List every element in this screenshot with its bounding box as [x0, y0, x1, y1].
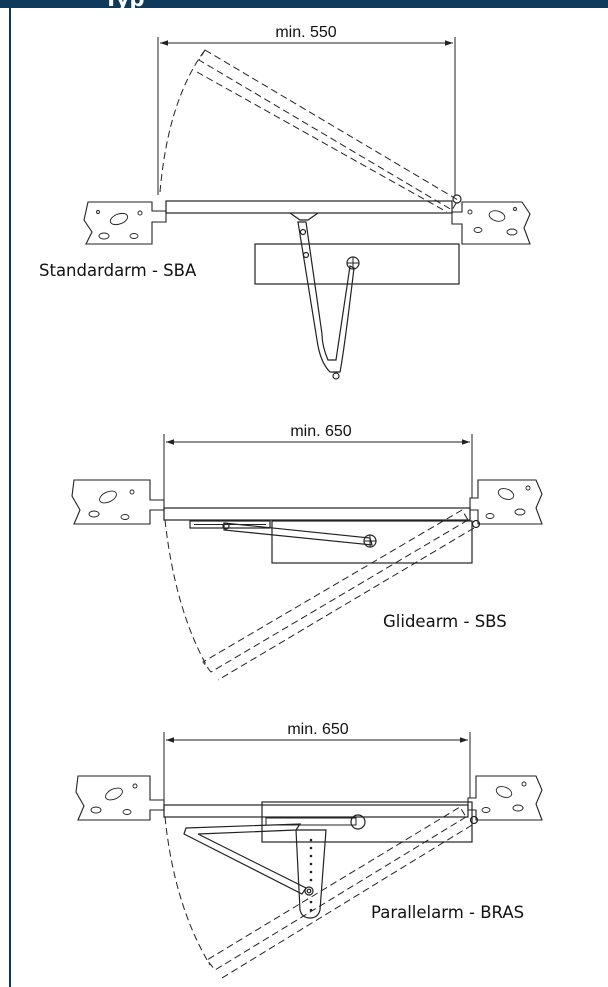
wall-left-sba: [83, 201, 167, 245]
wall-left-bras: [75, 775, 165, 821]
caption-sba: Standardarm - SBA: [39, 261, 197, 280]
arm-bras: [183, 814, 366, 919]
door-hinge-bras: [469, 815, 479, 825]
wall-left-sbs: [71, 479, 165, 525]
caption-bras: Parallelarm - BRAS: [371, 903, 524, 922]
left-rule: [9, 8, 11, 987]
diagram-parallelarm: min. 650: [75, 721, 543, 979]
door-hinge-sba: [452, 194, 462, 204]
wall-right-bras: [467, 775, 543, 821]
door-leaf-bras: [163, 804, 469, 818]
dimension-label-sbs: min. 650: [290, 423, 351, 440]
closer-body-sbs: [271, 520, 473, 564]
diagram-standardarm: min. 550: [39, 24, 531, 380]
door-leaf-sbs: [163, 507, 471, 521]
wall-right-sbs: [469, 479, 543, 525]
door-leaf-sba: [165, 200, 453, 214]
caption-sbs: Glidearm - SBS: [383, 612, 507, 631]
door-open-bras: [164, 806, 473, 979]
door-open-sbs: [164, 509, 475, 681]
dimension-line-bras: min. 650: [163, 721, 471, 800]
dimension-line-sbs: min. 650: [163, 423, 473, 500]
dimension-label-bras: min. 650: [287, 721, 348, 738]
dimension-line-sba: min. 550: [157, 24, 456, 195]
wall-right-sba: [451, 201, 531, 245]
header-title: Typ: [104, 0, 145, 8]
header-bar: Typ: [0, 0, 608, 8]
door-open-sba: [159, 49, 459, 213]
arm-sbs: [189, 520, 377, 548]
arm-sba: [289, 212, 360, 380]
diagram-glidearm: min. 650: [71, 423, 543, 681]
closer-body-sba: [254, 243, 460, 285]
closer-track-bras: [265, 817, 357, 826]
closer-body-bras: [261, 801, 473, 843]
dimension-label-sba: min. 550: [275, 24, 336, 41]
